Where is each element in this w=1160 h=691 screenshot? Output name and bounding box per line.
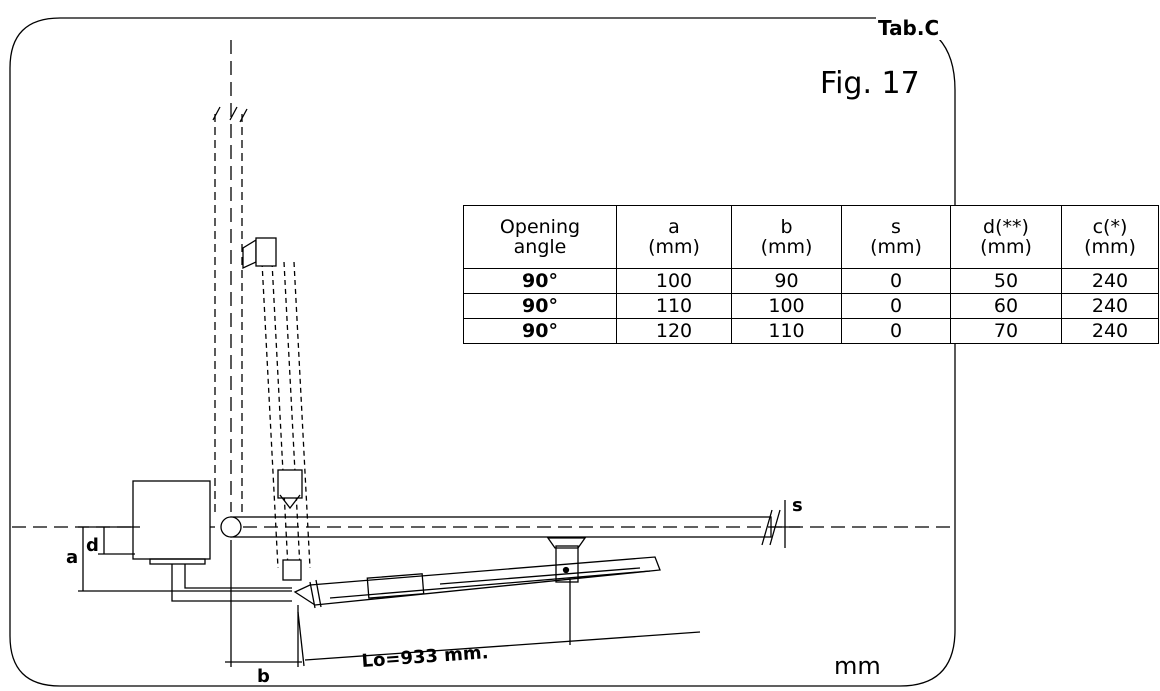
label-b: b [257,666,270,687]
pillar-block [132,480,211,560]
table-cell: 60 [950,293,1062,319]
column-header: d(**)(mm) [950,205,1062,269]
label-d: d [86,535,99,556]
column-header: s(mm) [841,205,951,269]
column-header: b(mm) [731,205,842,269]
table-cell: 50 [950,268,1062,294]
unit-label: mm [834,652,881,680]
frame-border [9,17,956,687]
table-cell: 110 [731,318,842,344]
table-cell: 240 [1061,318,1159,344]
table-cell: 0 [841,318,951,344]
table-cell: 100 [731,293,842,319]
table-cell: 110 [616,293,732,319]
front-bracket [555,545,579,583]
column-header: c(*)(mm) [1061,205,1159,269]
actuator-open [261,261,311,569]
table-cell: 240 [1061,293,1159,319]
table-cell: 100 [616,268,732,294]
table-cell: 240 [1061,268,1159,294]
table-row: 90° 110 100 0 60 240 [463,293,1159,319]
table-cell: 90° [463,293,617,319]
label-a: a [66,547,78,568]
table-cell: 90° [463,318,617,344]
table-cell: 120 [616,318,732,344]
table-cell: 90° [463,268,617,294]
tab-label: Tab.C [876,16,942,40]
table-cell: 90 [731,268,842,294]
table-row: 90° 120 110 0 70 240 [463,318,1159,344]
column-header: a(mm) [616,205,732,269]
open-front-bracket [242,238,257,270]
table-cell: 70 [950,318,1062,344]
table-row: 90° 100 90 0 50 240 [463,268,1159,294]
length-label: Lo=933 mm. [361,642,489,672]
table-cell: 0 [841,293,951,319]
hinge [220,516,242,538]
label-s: s [792,495,803,516]
table-cell: 0 [841,268,951,294]
figure-label: Fig. 17 [820,66,920,101]
